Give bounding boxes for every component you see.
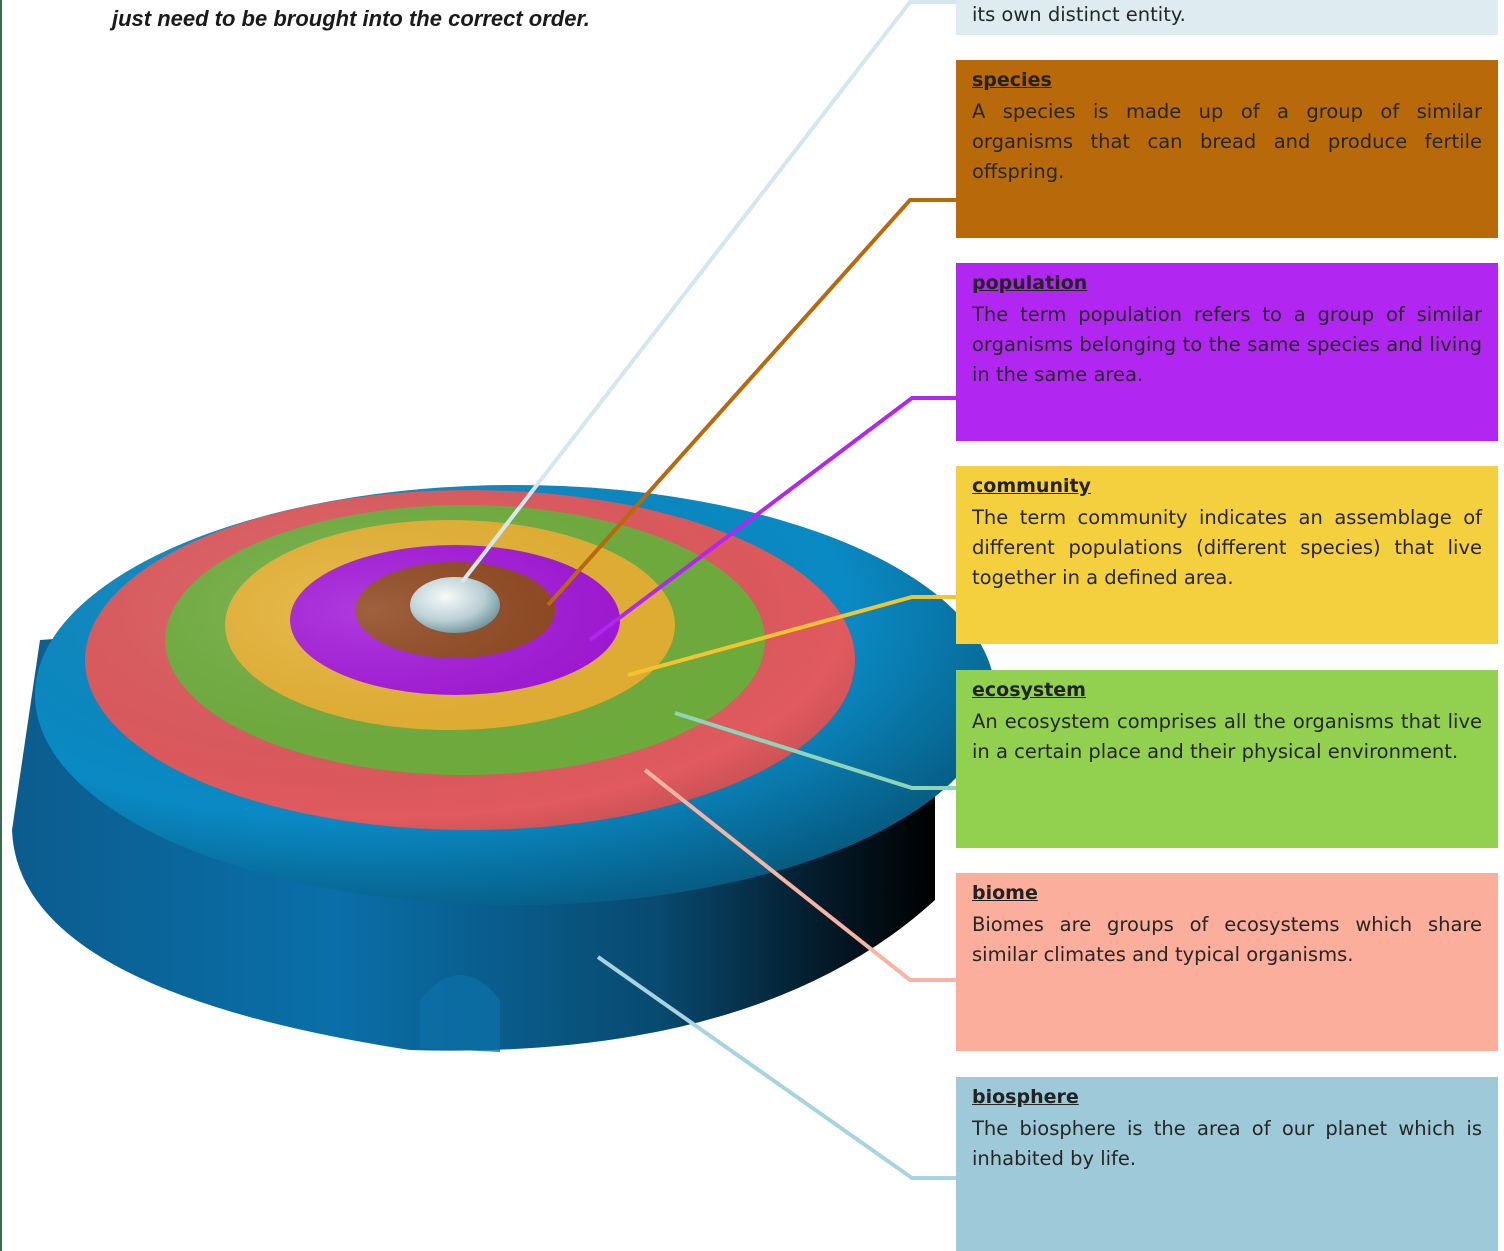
leader-line-community xyxy=(627,595,956,677)
card-organism: its own distinct entity. xyxy=(956,0,1498,35)
card-community: community The term community indicates a… xyxy=(956,466,1498,644)
card-ecosystem-term: ecosystem xyxy=(972,679,1086,701)
leader-line-population xyxy=(588,396,956,642)
card-community-term: community xyxy=(972,475,1091,497)
instruction-text: just need to be brought into the correct… xyxy=(112,6,590,31)
card-species: species A species is made up of a group … xyxy=(956,60,1498,238)
card-species-desc: A species is made up of a group of simil… xyxy=(972,100,1482,183)
dome-arch xyxy=(420,975,500,1052)
card-organism-desc: its own distinct entity. xyxy=(972,3,1186,26)
card-ecosystem-desc: An ecosystem comprises all the organisms… xyxy=(972,710,1482,763)
card-biosphere-desc: The biosphere is the area of our planet … xyxy=(972,1117,1482,1170)
card-biosphere: biosphere The biosphere is the area of o… xyxy=(956,1077,1498,1251)
card-biome-desc: Biomes are groups of ecosystems which sh… xyxy=(972,913,1482,966)
dome-shading xyxy=(35,485,995,905)
leader-line-organism xyxy=(460,0,956,584)
card-species-term: species xyxy=(972,69,1052,91)
leader-line-species xyxy=(546,198,956,607)
card-community-desc: The term community indicates an assembla… xyxy=(972,506,1482,589)
card-ecosystem: ecosystem An ecosystem comprises all the… xyxy=(956,670,1498,848)
card-biome-term: biome xyxy=(972,882,1038,904)
page-frame-left-border xyxy=(0,0,2,1251)
card-biome: biome Biomes are groups of ecosystems wh… xyxy=(956,873,1498,1051)
card-population-desc: The term population refers to a group of… xyxy=(972,303,1482,386)
card-population: population The term population refers to… xyxy=(956,263,1498,441)
card-biosphere-term: biosphere xyxy=(972,1086,1079,1108)
leader-line-biosphere xyxy=(596,955,956,1180)
leader-line-biome xyxy=(643,768,956,982)
leader-line-ecosystem xyxy=(674,711,956,790)
card-population-term: population xyxy=(972,272,1088,294)
